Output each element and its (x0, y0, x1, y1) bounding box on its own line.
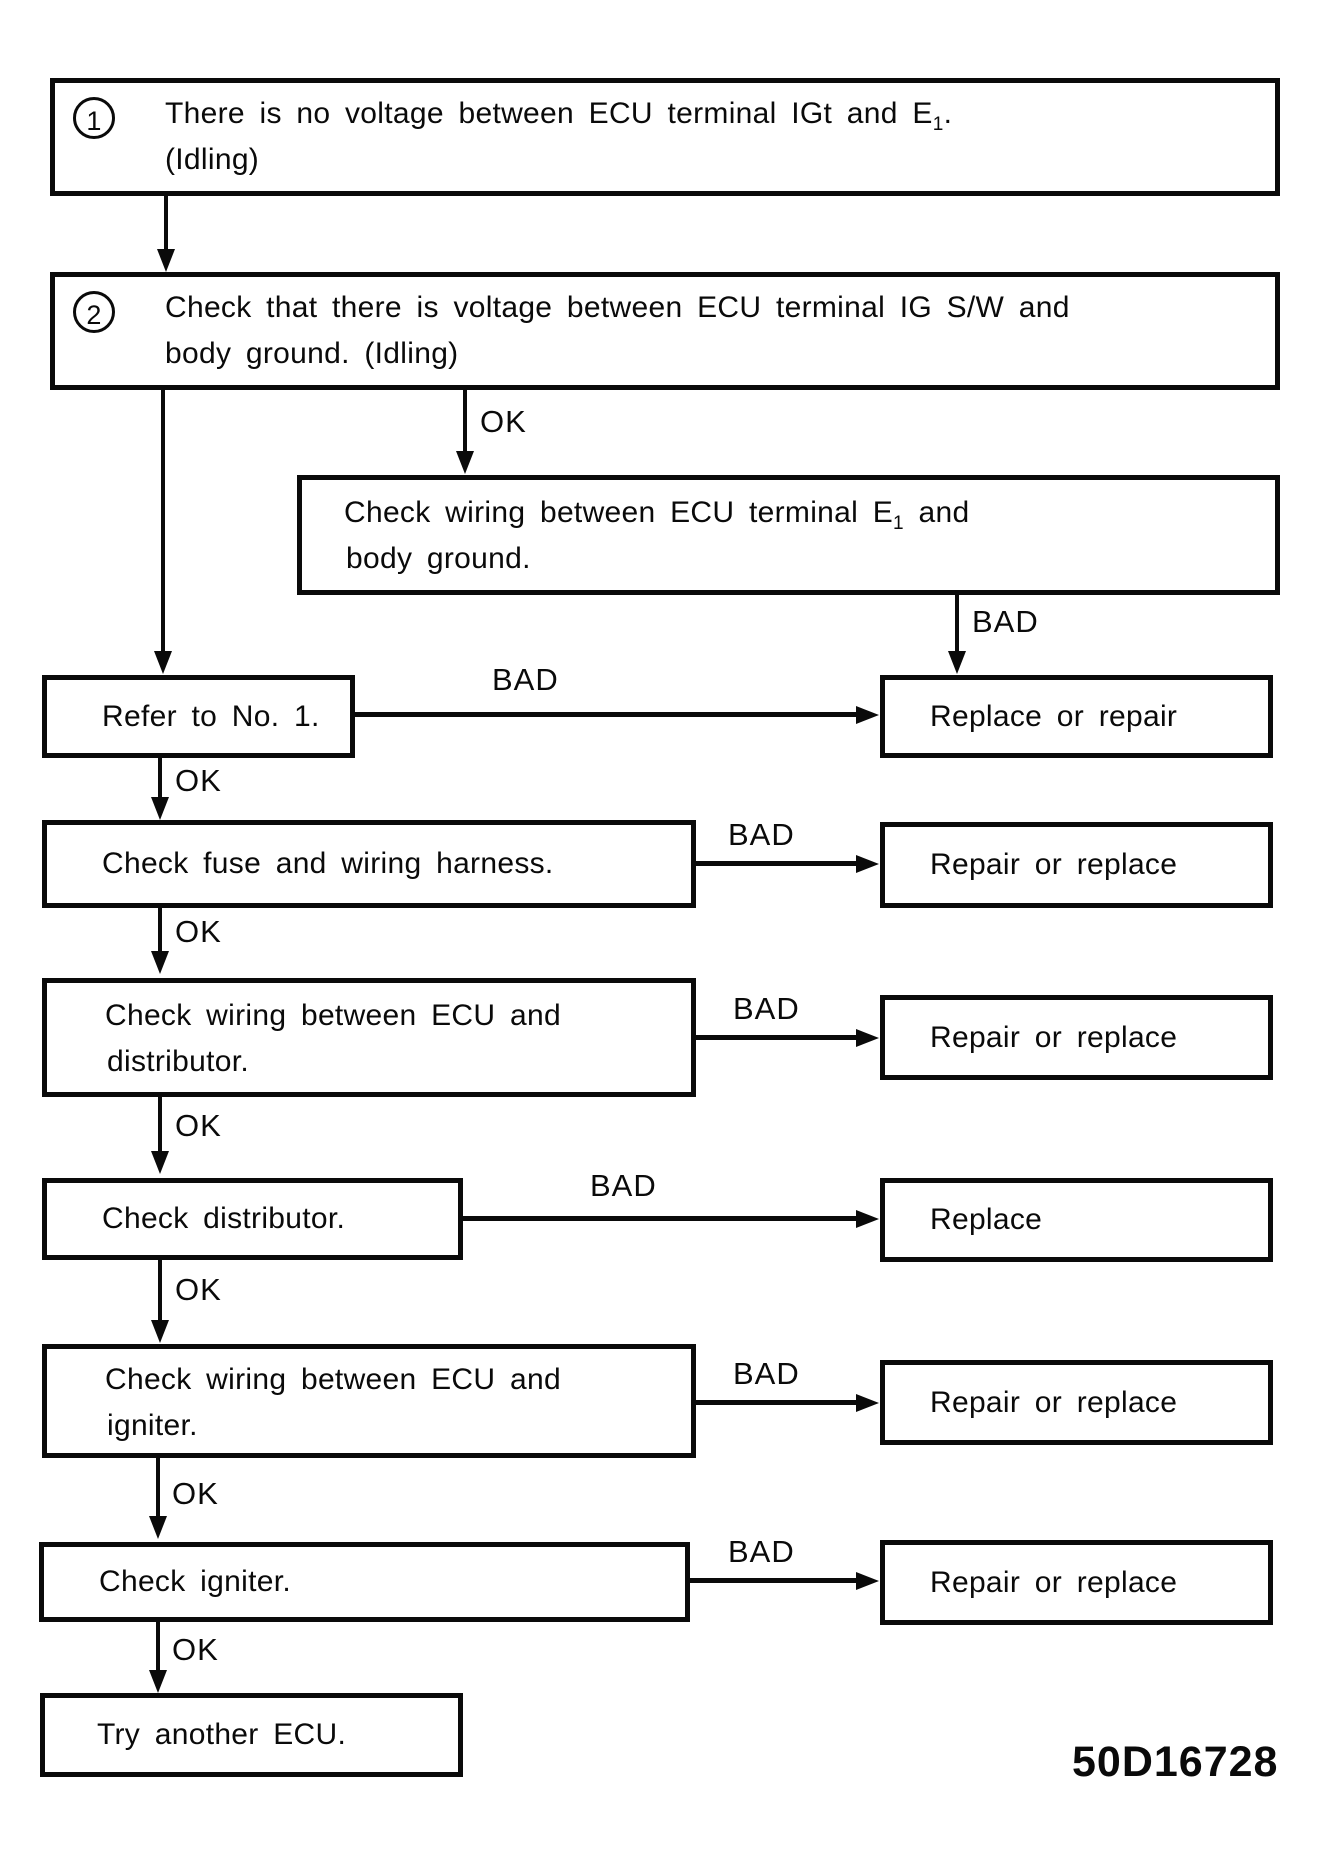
connector-e1wiring-replace (955, 595, 959, 653)
arrowhead-distwiring-repair (856, 1029, 879, 1047)
step2-number-badge: 2 (73, 291, 115, 333)
arrowhead-step1-step2 (157, 249, 175, 272)
node-repair-or-replace-1: Repair or replace (880, 822, 1273, 908)
connector-refer-fuse (158, 758, 162, 799)
connector-distributor-ignwiring (158, 1260, 162, 1322)
step1-line1: There is no voltage between ECU terminal… (165, 97, 953, 135)
connector-refer-replace (355, 712, 858, 717)
repair-or-replace-1-label: Repair or replace (930, 848, 1178, 881)
node-step1: 1 There is no voltage between ECU termin… (50, 78, 1280, 196)
arrowhead-e1wiring-replace (948, 651, 966, 674)
check-e1-line1: Check wiring between ECU terminal E1 and (344, 496, 970, 534)
connector-ignwiring-repair (696, 1400, 858, 1405)
connector-step2-refer (161, 390, 165, 653)
check-fuse-label: Check fuse and wiring harness. (102, 847, 554, 880)
edge-label-ok-6: OK (172, 1476, 219, 1511)
node-check-igniter: Check igniter. (39, 1542, 690, 1622)
check-wiring-distributor-line2: distributor. (107, 1045, 249, 1078)
subscript-1: 1 (893, 513, 904, 534)
arrowhead-refer-replace (856, 706, 879, 724)
check-wiring-igniter-line1: Check wiring between ECU and (105, 1363, 561, 1396)
arrowhead-distributor-replace (856, 1210, 879, 1228)
node-repair-or-replace-2: Repair or replace (880, 995, 1273, 1080)
check-distributor-label: Check distributor. (102, 1202, 346, 1235)
refer-label: Refer to No. 1. (102, 699, 320, 733)
node-check-distributor: Check distributor. (42, 1178, 463, 1260)
node-replace: Replace (880, 1178, 1273, 1262)
repair-or-replace-4-label: Repair or replace (930, 1565, 1178, 1599)
check-e1-line2: body ground. (346, 542, 531, 575)
edge-label-bad-1: BAD (972, 604, 1039, 639)
arrowhead-igniter-repair (856, 1572, 879, 1590)
arrowhead-fuse-repair (856, 855, 879, 873)
edge-label-ok-1: OK (480, 404, 527, 439)
arrowhead-step2-e1wiring (456, 451, 474, 474)
step2-line1: Check that there is voltage between ECU … (165, 291, 1070, 324)
edge-label-bad-2: BAD (492, 662, 559, 697)
try-another-ecu-label: Try another ECU. (97, 1718, 347, 1751)
edge-label-bad-4: BAD (733, 991, 800, 1026)
connector-fuse-repair (696, 861, 858, 866)
node-refer: Refer to No. 1. (42, 675, 355, 758)
arrowhead-igniter-tryecu (149, 1670, 167, 1693)
node-check-wiring-igniter: Check wiring between ECU and igniter. (42, 1344, 696, 1458)
node-repair-or-replace-4: Repair or replace (880, 1540, 1273, 1625)
connector-distwiring-distributor (158, 1097, 162, 1153)
arrowhead-distwiring-distributor (151, 1151, 169, 1174)
edge-label-ok-4: OK (175, 1108, 222, 1143)
connector-igniter-tryecu (156, 1622, 160, 1672)
arrowhead-ignwiring-igniter (149, 1516, 167, 1539)
connector-fuse-distwiring (158, 908, 162, 953)
edge-label-bad-3: BAD (728, 817, 795, 852)
arrowhead-ignwiring-repair (856, 1394, 879, 1412)
check-wiring-igniter-line2: igniter. (107, 1409, 198, 1442)
edge-label-ok-3: OK (175, 914, 222, 949)
repair-or-replace-3-label: Repair or replace (930, 1385, 1178, 1419)
arrowhead-refer-fuse (151, 797, 169, 820)
node-check-wiring-distributor: Check wiring between ECU and distributor… (42, 978, 696, 1097)
connector-distributor-replace (463, 1216, 858, 1221)
replace-label: Replace (930, 1203, 1043, 1236)
subscript-1: 1 (932, 114, 944, 135)
connector-ignwiring-igniter (156, 1458, 160, 1518)
edge-label-bad-6: BAD (733, 1356, 800, 1391)
step1-line2: (Idling) (165, 143, 260, 176)
connector-step1-step2 (164, 196, 168, 251)
arrowhead-distributor-ignwiring (151, 1320, 169, 1343)
edge-label-ok-5: OK (175, 1272, 222, 1307)
arrowhead-fuse-distwiring (151, 951, 169, 974)
node-check-e1-wiring: Check wiring between ECU terminal E1 and… (297, 475, 1280, 595)
connector-distwiring-repair (696, 1035, 858, 1040)
edge-label-ok-2: OK (175, 763, 222, 798)
check-igniter-label: Check igniter. (99, 1565, 291, 1598)
repair-or-replace-2-label: Repair or replace (930, 1020, 1178, 1054)
step2-line2: body ground. (Idling) (165, 337, 459, 370)
node-step2: 2 Check that there is voltage between EC… (50, 272, 1280, 390)
figure-code: 50D16728 (1072, 1738, 1279, 1786)
node-repair-or-replace-3: Repair or replace (880, 1360, 1273, 1445)
step1-number-badge: 1 (73, 97, 115, 139)
node-replace-or-repair: Replace or repair (880, 675, 1273, 758)
edge-label-bad-7: BAD (728, 1534, 795, 1569)
node-check-fuse: Check fuse and wiring harness. (42, 820, 696, 908)
node-try-another-ecu: Try another ECU. (40, 1693, 463, 1777)
check-wiring-distributor-line1: Check wiring between ECU and (105, 999, 561, 1032)
arrowhead-step2-refer (154, 651, 172, 674)
edge-label-ok-7: OK (172, 1632, 219, 1667)
connector-igniter-repair (690, 1578, 858, 1583)
connector-step2-e1wiring (463, 390, 467, 453)
edge-label-bad-5: BAD (590, 1168, 657, 1203)
replace-or-repair-label: Replace or repair (930, 699, 1178, 733)
